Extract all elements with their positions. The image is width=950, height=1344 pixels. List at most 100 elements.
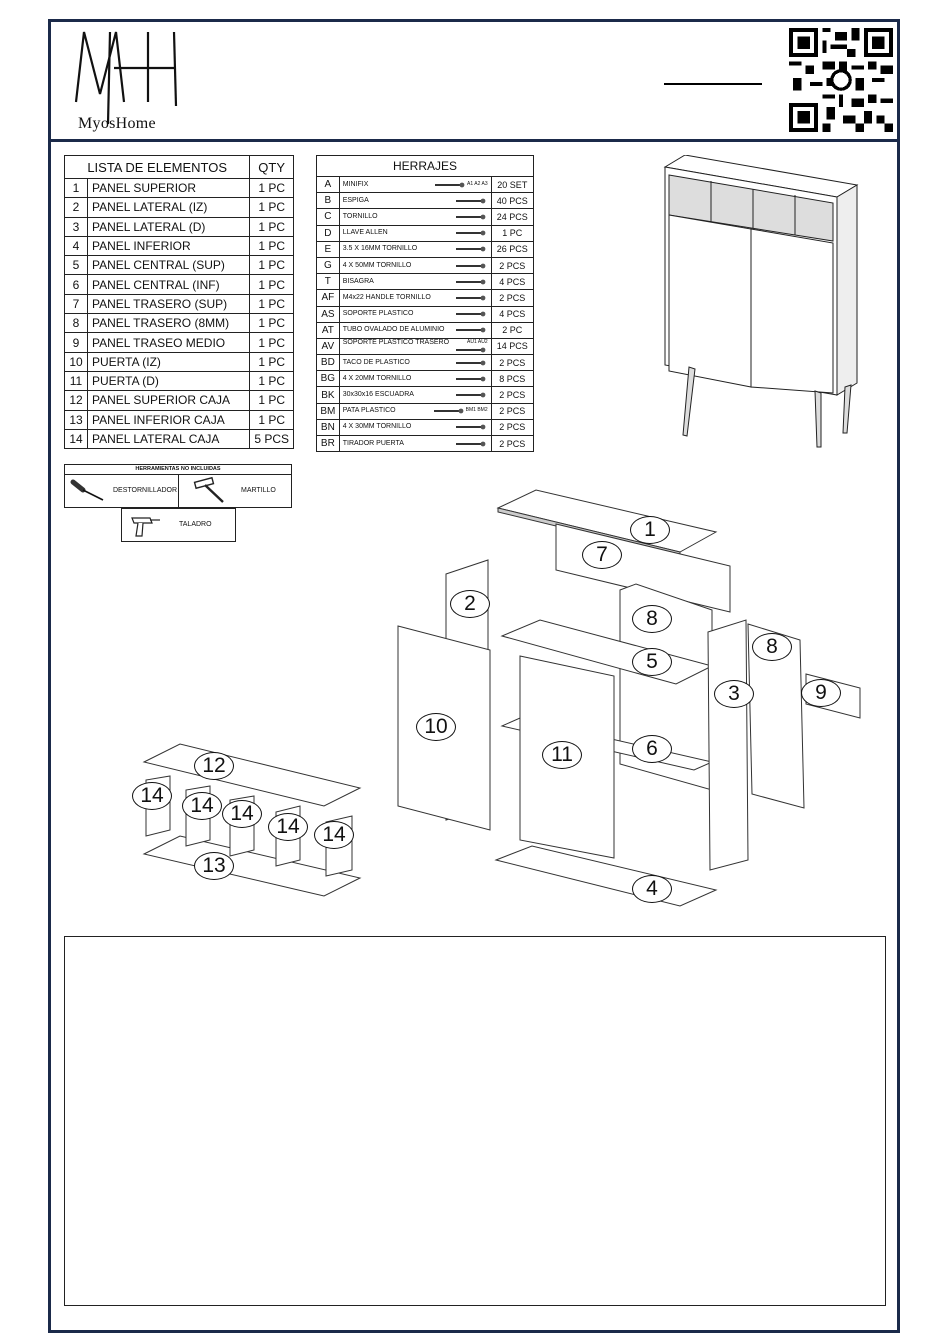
qty-header: QTY	[249, 155, 294, 179]
hardware-desc: TACO DE PLASTICO	[338, 354, 492, 372]
hardware-table-header: HERRAJES	[316, 155, 534, 177]
part-qty: 1 PC	[249, 274, 294, 295]
hardware-part-icon	[455, 230, 486, 236]
part-name: PANEL LATERAL (IZ)	[86, 197, 251, 218]
hardware-code: B	[316, 192, 340, 210]
hardware-qty: 2 PCS	[490, 402, 535, 420]
hardware-desc-text: M4x22 HANDLE TORNILLO	[342, 293, 431, 301]
hardware-qty: 26 PCS	[490, 240, 535, 258]
hardware-qty: 2 PCS	[490, 289, 535, 307]
hardware-desc-text: 3.5 X 16MM TORNILLO	[342, 245, 418, 253]
hardware-code: AT	[316, 321, 340, 339]
hardware-qty: 2 PCS	[490, 434, 535, 453]
hardware-code: A	[316, 175, 340, 194]
hardware-qty: 24 PCS	[490, 208, 535, 226]
hardware-desc: BISAGRA	[338, 273, 492, 291]
part-callout-13: 13	[194, 852, 234, 880]
part-callout-9: 9	[801, 679, 841, 707]
title-underline	[664, 83, 762, 85]
qr-code-icon	[789, 28, 893, 132]
hardware-part-icon	[455, 279, 486, 285]
hardware-desc: 4 X 30MM TORNILLO	[338, 418, 492, 437]
part-qty: 1 PC	[249, 332, 294, 353]
hammer-icon	[193, 476, 224, 503]
assembled-cabinet-illustration	[663, 155, 859, 448]
hardware-desc-text: MINIFIX	[342, 180, 369, 188]
hardware-desc-text: PATA PLASTICO	[342, 407, 396, 415]
hardware-qty: 40 PCS	[490, 192, 535, 210]
hardware-part-codes: A1 A2 A3	[467, 180, 488, 187]
header-divider	[48, 139, 900, 142]
drill-label: TALADRO	[179, 521, 212, 528]
hardware-part-icon	[455, 360, 486, 366]
hardware-qty: 2 PCS	[490, 354, 535, 372]
hardware-code: BN	[316, 418, 340, 437]
hardware-desc: TORNILLO	[338, 208, 492, 226]
part-name: PANEL TRASERO (8MM)	[86, 313, 251, 334]
hardware-part-icon	[455, 392, 486, 398]
hardware-part-icon	[455, 441, 486, 446]
hardware-code: E	[316, 240, 340, 258]
hardware-desc-text: 30x30x16 ESCUADRA	[342, 391, 414, 399]
drill-icon	[131, 517, 160, 537]
hardware-part-icon	[455, 425, 486, 430]
part-number: 8	[64, 313, 88, 334]
hardware-qty: 2 PCS	[490, 418, 535, 437]
hardware-desc: 3.5 X 16MM TORNILLO	[338, 240, 492, 258]
hardware-part-icon	[455, 263, 486, 268]
part-callout-3: 3	[714, 680, 754, 708]
hardware-desc: 4 X 50MM TORNILLO	[338, 256, 492, 275]
part-name: PUERTA (IZ)	[86, 351, 251, 372]
part-number: 1	[64, 177, 88, 199]
part-qty: 1 PC	[249, 293, 294, 315]
part-callout-14: 14	[132, 782, 172, 810]
part-callout-2: 2	[450, 590, 490, 618]
hardware-desc: LLAVE ALLEN	[338, 224, 492, 242]
hardware-desc-text: 4 X 30MM TORNILLO	[342, 423, 412, 431]
part-callout-8: 8	[632, 605, 672, 633]
hardware-desc-text: SOPORTE PLASTICO	[342, 310, 414, 318]
hardware-code: AF	[316, 289, 340, 307]
hardware-qty: 1 PC	[490, 224, 535, 242]
hardware-part-icon	[455, 214, 486, 220]
hardware-desc-text: BISAGRA	[342, 277, 374, 285]
part-name: PANEL TRASERO (SUP)	[86, 293, 251, 315]
part-callout-12: 12	[194, 752, 234, 780]
hardware-code: AV	[316, 337, 340, 356]
part-callout-11: 11	[542, 741, 582, 769]
hardware-desc-text: LLAVE ALLEN	[342, 229, 388, 237]
part-name: PANEL LATERAL CAJA	[86, 428, 251, 450]
hardware-qty: 2 PCS	[490, 386, 535, 404]
hardware-part-icon	[455, 246, 486, 252]
part-number: 11	[64, 370, 88, 392]
hardware-desc-text: ESPIGA	[342, 196, 369, 204]
part-callout-14: 14	[268, 813, 308, 841]
part-callout-10: 10	[416, 713, 456, 741]
part-name: PANEL INFERIOR	[86, 235, 251, 257]
hardware-part-icon	[455, 295, 486, 301]
hardware-desc-text: TORNILLO	[342, 212, 378, 220]
hardware-desc-text: TIRADOR PUERTA	[342, 439, 404, 447]
part-qty: 1 PC	[249, 255, 294, 276]
hardware-part-codes: AU1 AU2	[467, 338, 488, 345]
part-name: PANEL TRASEO MEDIO	[86, 332, 251, 353]
part-name: PUERTA (D)	[86, 370, 251, 392]
part-callout-7: 7	[582, 541, 622, 569]
hardware-code: BM	[316, 402, 340, 420]
hardware-desc: 30x30x16 ESCUADRA	[338, 386, 492, 404]
hardware-code: BR	[316, 434, 340, 453]
